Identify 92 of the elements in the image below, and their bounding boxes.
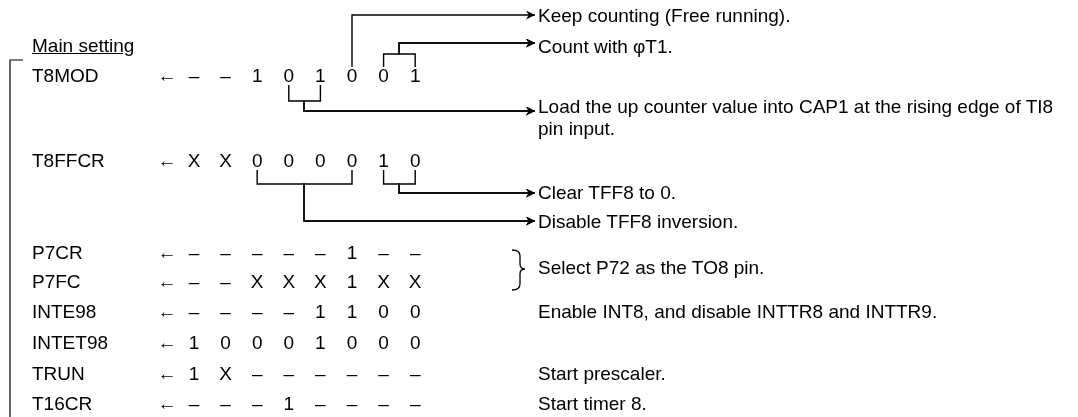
- bit-value: 0: [378, 332, 389, 354]
- bit-value: –: [188, 65, 200, 87]
- bit-value: X: [250, 271, 264, 293]
- bit-value: 0: [409, 301, 421, 323]
- assignment-arrow: ←: [157, 363, 177, 385]
- bit-value: X: [408, 271, 422, 293]
- section-heading: Main setting: [32, 35, 135, 57]
- register-name: P7FC: [32, 271, 81, 293]
- bit-value: 1: [378, 150, 389, 172]
- register-name: T16CR: [32, 393, 93, 415]
- bit-value: –: [220, 65, 231, 87]
- bit-value: 0: [283, 150, 295, 172]
- assignment-arrow: ←: [157, 271, 177, 293]
- arrow: [351, 10, 536, 68]
- description-text: Start prescaler.: [538, 363, 666, 385]
- bit-value: X: [219, 150, 232, 172]
- bit-value: –: [409, 242, 421, 264]
- assignment-arrow: ←: [157, 150, 177, 172]
- bit-value: 1: [315, 65, 326, 87]
- bit-value: –: [220, 271, 231, 293]
- bit-value: –: [220, 393, 231, 415]
- bit-value: –: [315, 363, 326, 385]
- bit-value: –: [188, 393, 200, 415]
- bit-value: 0: [220, 332, 231, 354]
- bit-value: X: [187, 150, 201, 172]
- bit-value: –: [283, 301, 295, 323]
- bit-value: –: [251, 393, 263, 415]
- bit-value: 1: [315, 301, 326, 323]
- bit-value: 1: [188, 332, 200, 354]
- description-text: Keep counting (Free running).: [538, 5, 791, 27]
- description-text: Enable INT8, and disable INTTR8 and INTTR9.: [538, 301, 938, 323]
- bit-value: –: [409, 393, 421, 415]
- register-name: T8FFCR: [32, 150, 105, 172]
- bit-value: 0: [251, 332, 263, 354]
- bit-value: –: [188, 271, 200, 293]
- bit-value: 1: [346, 301, 358, 323]
- description-text: Count with φT1.: [538, 36, 673, 58]
- bit-value: 1: [283, 393, 295, 415]
- register-name: INTE98: [32, 301, 97, 323]
- bit-value: –: [283, 242, 295, 264]
- assignment-arrow: ←: [157, 65, 177, 87]
- bit-value: 0: [283, 332, 295, 354]
- bit-value: 0: [315, 150, 326, 172]
- bit-value: –: [251, 301, 263, 323]
- bit-value: X: [282, 271, 296, 293]
- arrow: [303, 169, 536, 226]
- bit-value: 1: [346, 242, 358, 264]
- bit-value: –: [251, 363, 263, 385]
- description-text: Start timer 8.: [538, 393, 647, 415]
- register-name: INTET98: [32, 332, 109, 354]
- bit-value: X: [219, 363, 232, 385]
- bit-value: 0: [378, 65, 389, 87]
- bit-value: –: [315, 242, 326, 264]
- bit-value: –: [220, 242, 231, 264]
- bit-value: –: [346, 393, 358, 415]
- bit-value: –: [188, 242, 200, 264]
- bit-value: 0: [409, 150, 421, 172]
- description-text: Select P72 as the TO8 pin.: [538, 257, 765, 279]
- description-text: Load the up counter value into CAP1 at the rising edge of TI8 pin input.: [538, 96, 1078, 140]
- bit-value: 1: [315, 332, 326, 354]
- bit-value: 1: [346, 271, 358, 293]
- bit-value: X: [377, 271, 390, 293]
- bit-value: X: [314, 271, 327, 293]
- bit-value: 0: [346, 332, 358, 354]
- bit-value: –: [378, 363, 389, 385]
- register-name: T8MOD: [32, 65, 99, 87]
- bit-value: –: [188, 301, 200, 323]
- description-text: Disable TFF8 inversion.: [538, 211, 739, 233]
- assignment-arrow: ←: [157, 301, 177, 323]
- bit-value: –: [315, 393, 326, 415]
- bit-value: –: [409, 363, 421, 385]
- bit-value: –: [378, 242, 389, 264]
- assignment-arrow: ←: [157, 393, 177, 415]
- bit-value: –: [283, 363, 295, 385]
- bit-value: –: [251, 242, 263, 264]
- register-name: P7CR: [32, 242, 83, 264]
- bit-value: –: [220, 301, 231, 323]
- bit-value: 0: [346, 65, 358, 87]
- bit-value: 1: [251, 65, 263, 87]
- description-text: Clear TFF8 to 0.: [538, 182, 676, 204]
- bit-value: 0: [409, 332, 421, 354]
- bit-value: 0: [283, 65, 295, 87]
- bit-value: 0: [346, 150, 358, 172]
- assignment-arrow: ←: [157, 332, 177, 354]
- assignment-arrow: ←: [157, 242, 177, 264]
- bit-value: 0: [251, 150, 263, 172]
- bit-value: 1: [188, 363, 200, 385]
- register-name: TRUN: [32, 363, 85, 385]
- bit-value: –: [346, 363, 358, 385]
- bit-value: 0: [378, 301, 389, 323]
- bit-value: –: [378, 393, 389, 415]
- bit-value: 1: [409, 65, 421, 87]
